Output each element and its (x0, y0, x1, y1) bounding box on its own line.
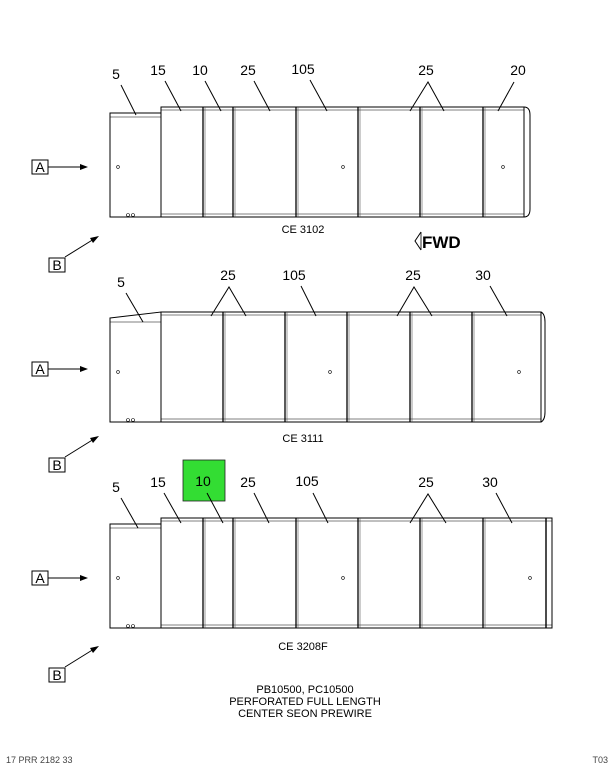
arrow-head-icon (90, 236, 99, 243)
hole (131, 624, 135, 628)
leader-line (253, 492, 270, 524)
leader-line (409, 493, 447, 524)
callout-number: 25 (220, 267, 236, 283)
arrow-head-icon (90, 646, 99, 653)
callout-number: 25 (240, 474, 256, 490)
hole (131, 213, 135, 217)
view-caption: CE 3208F (278, 641, 328, 653)
leader-line (309, 79, 328, 112)
arrow-head-icon (80, 575, 88, 581)
view-arrow-line (64, 238, 95, 258)
view-a-label: A (35, 361, 45, 377)
leader-line (125, 292, 144, 323)
callout-number: 30 (482, 474, 498, 490)
fastener-dot (341, 165, 345, 169)
end-section (109, 311, 162, 423)
leader-line (210, 286, 247, 317)
body-section (160, 517, 553, 629)
callout-number: 10 (192, 62, 208, 78)
assembly-view: 5 15 10 25 105 25 30 CE 3208F A B (31, 459, 553, 683)
leader-line (396, 286, 433, 317)
end-cap (540, 311, 546, 423)
title-line: CENTER SEON PREWIRE (238, 708, 372, 720)
footer-sheet: T03 (592, 755, 608, 765)
fastener-dot (501, 165, 505, 169)
leader-line (300, 285, 317, 317)
leader-line (312, 492, 329, 524)
callout-number: 10 (195, 473, 211, 489)
arrow-head-icon (80, 164, 88, 170)
leader-line (163, 492, 182, 524)
view-b-box (48, 257, 66, 273)
view-b-label: B (52, 457, 61, 473)
callout-number: 25 (418, 474, 434, 490)
view-b-box (48, 667, 66, 683)
leader-line (164, 80, 182, 112)
callout-number: 5 (112, 479, 120, 495)
callout-number: 25 (405, 267, 421, 283)
view-caption: CE 3102 (282, 224, 325, 236)
title-line: PERFORATED FULL LENGTH (229, 696, 381, 708)
leader-line (253, 80, 271, 112)
fwd-label: FWD (422, 233, 461, 252)
callout-number: 105 (295, 473, 319, 489)
callout-number: 15 (150, 62, 166, 78)
view-b-label: B (52, 667, 61, 683)
diagram-title: PB10500, PC10500 PERFORATED FULL LENGTH … (0, 684, 610, 720)
callout-number: 20 (510, 62, 526, 78)
view-arrow-line (64, 438, 95, 458)
leader-line (409, 81, 445, 112)
fastener-dot (517, 370, 521, 374)
view-b-label: B (52, 257, 61, 273)
assembly-view: 5 15 10 25 105 25 20 CE 3102 A B FWD (31, 61, 531, 273)
hole (126, 418, 130, 422)
body-section (160, 106, 525, 218)
leader-line (204, 80, 222, 112)
view-a-label: A (35, 159, 45, 175)
leader-line (489, 285, 508, 317)
hole (126, 213, 130, 217)
hole (126, 624, 130, 628)
leader-line (120, 497, 139, 529)
fwd-arrow-icon (414, 231, 422, 251)
fastener-dot (116, 576, 120, 580)
leader-line (206, 492, 224, 524)
callout-number: 105 (291, 61, 315, 77)
callout-number: 105 (282, 267, 306, 283)
leader-line (495, 492, 513, 524)
highlight-box (182, 459, 226, 502)
hole (131, 418, 135, 422)
view-caption: CE 3111 (282, 433, 323, 445)
callout-number: 25 (418, 62, 434, 78)
footer-code: 17 PRR 2182 33 (6, 755, 73, 765)
leader-line (497, 81, 515, 112)
callout-number: 30 (475, 267, 491, 283)
view-arrow-line (64, 648, 95, 668)
callout-number: 15 (150, 474, 166, 490)
fastener-dot (528, 576, 532, 580)
leader-line (120, 84, 137, 116)
callout-number: 25 (240, 62, 256, 78)
body-section (160, 311, 542, 423)
arrow-head-icon (80, 366, 88, 372)
callout-number: 5 (117, 274, 125, 290)
assembly-view: 5 25 105 25 30 CE 3111 A B (31, 267, 546, 473)
end-cap (523, 106, 531, 218)
callout-number: 5 (112, 66, 120, 82)
fastener-dot (116, 165, 120, 169)
view-b-box (48, 457, 66, 473)
view-a-label: A (35, 570, 45, 586)
end-section (109, 523, 162, 629)
fastener-dot (341, 576, 345, 580)
fastener-dot (116, 370, 120, 374)
title-line: PB10500, PC10500 (256, 684, 354, 696)
fastener-dot (328, 370, 332, 374)
end-section (109, 112, 162, 218)
arrow-head-icon (90, 436, 99, 443)
